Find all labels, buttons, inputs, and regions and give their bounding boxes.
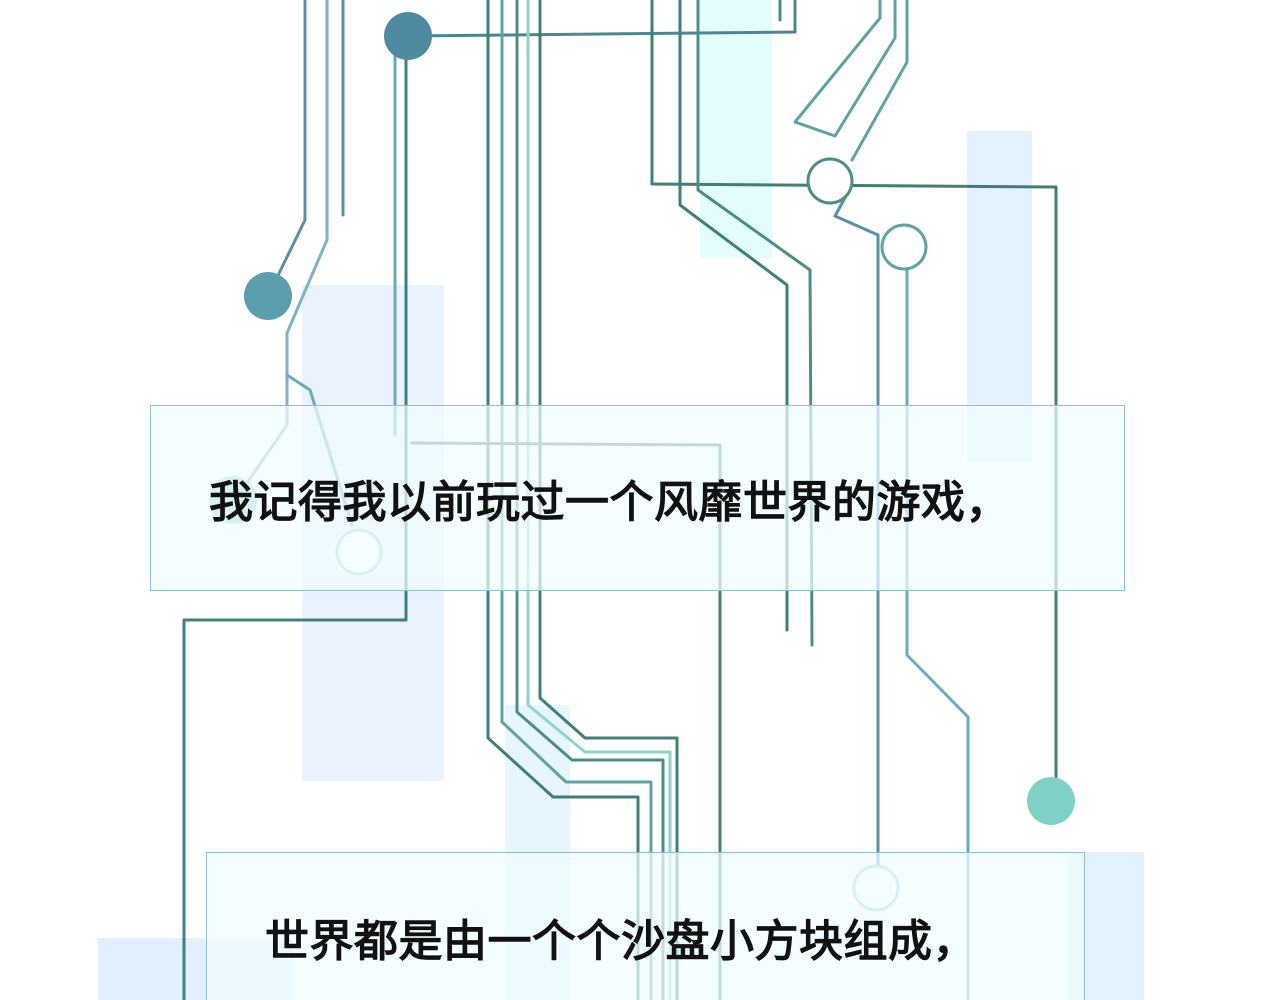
circuit-wire xyxy=(182,48,408,1000)
bg-panel xyxy=(700,0,772,258)
caption-box: 世界都是由一个个沙盘小方块组成， xyxy=(206,852,1085,1000)
caption-text: 世界都是由一个个沙盘小方块组成， xyxy=(265,916,977,967)
circuit-wire xyxy=(266,0,307,298)
filled-node-icon xyxy=(384,12,432,60)
caption-text: 我记得我以前玩过一个风靡世界的游戏， xyxy=(209,477,1010,528)
caption-box: 我记得我以前玩过一个风靡世界的游戏， xyxy=(150,405,1125,591)
circuit-wire xyxy=(850,0,909,162)
filled-node-icon xyxy=(244,272,292,320)
circuit-wire xyxy=(406,0,797,38)
circuit-wire xyxy=(793,0,897,138)
hollow-node-icon xyxy=(880,223,928,271)
hollow-node-icon xyxy=(806,157,854,205)
filled-node-icon xyxy=(1027,777,1075,825)
